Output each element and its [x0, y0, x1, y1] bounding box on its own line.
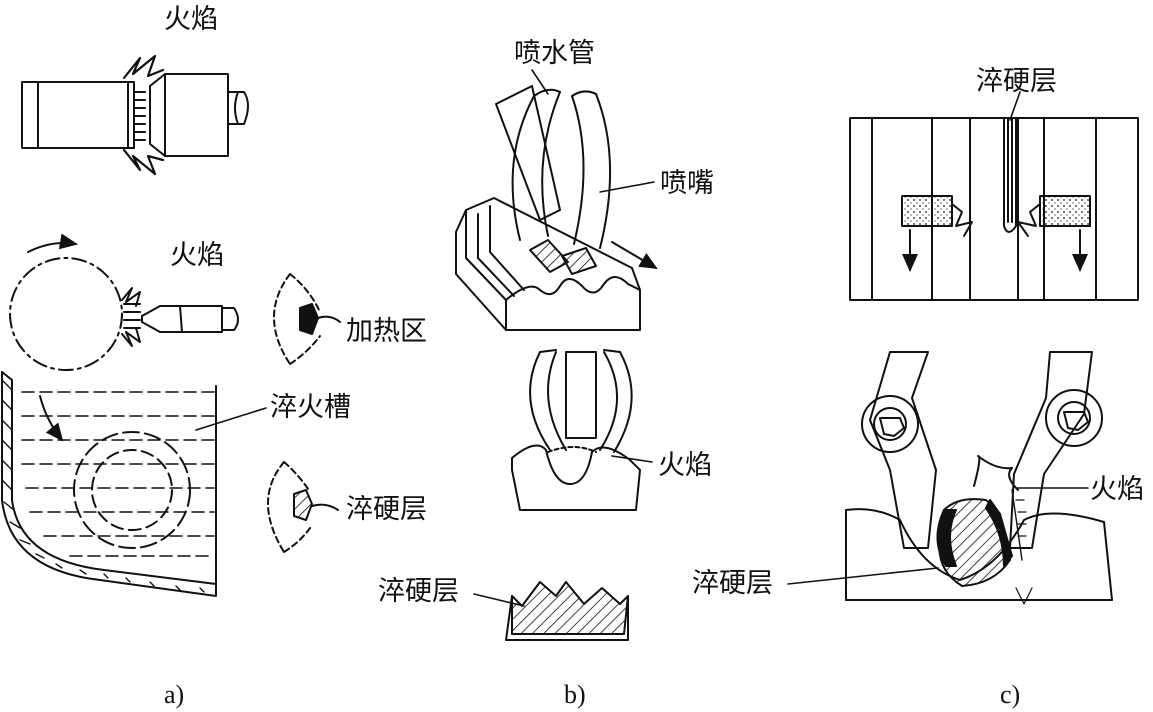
label-nozzle: 喷嘴 [660, 168, 714, 199]
label-heating-zone: 加热区 [346, 316, 427, 347]
caption-c: c) [1000, 680, 1021, 709]
plate-with-burners [849, 91, 1139, 301]
caption-a: a) [164, 680, 185, 709]
caption-b: b) [564, 680, 586, 709]
label-flame-c: 火焰 [1090, 474, 1144, 505]
hardened-gear-section-b [473, 581, 629, 641]
label-flame-b: 火焰 [658, 450, 712, 481]
label-flame-mid: 火焰 [170, 240, 224, 271]
gear-tooth-with-burner-arms [787, 351, 1113, 605]
nozzle-flame-detail [511, 349, 653, 511]
label-hardened-layer-c-top: 淬硬层 [976, 66, 1057, 97]
shaft-burner-top [21, 54, 249, 176]
label-quench-tank: 淬火槽 [270, 392, 351, 423]
label-flame-top: 火焰 [164, 4, 218, 35]
label-spray-pipe: 喷水管 [514, 38, 595, 69]
gear-with-nozzles [455, 69, 658, 331]
rotating-workpiece [9, 233, 239, 371]
label-hardened-layer-b: 淬硬层 [378, 576, 459, 607]
quench-tank [1, 371, 267, 597]
heating-zone-detail [273, 273, 341, 365]
label-hardened-layer-a: 淬硬层 [346, 494, 427, 525]
hardened-layer-detail-a [267, 461, 339, 553]
label-hardened-layer-c-bottom: 淬硬层 [692, 568, 773, 599]
